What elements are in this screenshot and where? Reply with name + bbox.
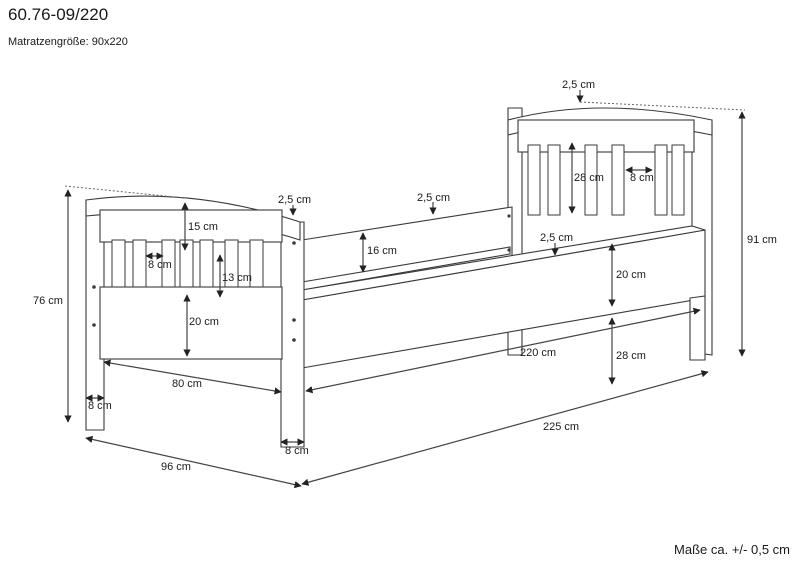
dim-side-rail-thickness: 2,5 cm [417, 192, 450, 204]
dim-inner-length: 220 cm [520, 347, 556, 359]
footboard-slat [111, 239, 126, 289]
dim-total-height: 91 cm [747, 234, 777, 246]
dim-leg-width-front: 8 cm [285, 445, 309, 457]
dim-foot-slat-gap: 8 cm [148, 259, 172, 271]
footboard [85, 195, 305, 448]
dim-leg-clearance: 28 cm [616, 350, 646, 362]
foot-leg-right [689, 295, 706, 361]
headboard-slat [527, 144, 541, 216]
headboard-slat [671, 144, 685, 216]
dimension-labels: 2,5 cm 2,5 cm 2,5 cm 2,5 cm 28 cm 8 cm 9… [33, 79, 777, 473]
headboard-slat [584, 144, 598, 216]
footboard-lower-panel [99, 286, 283, 360]
headboard-slat [654, 144, 668, 216]
headboard-upper-panel [517, 119, 695, 153]
dim-foot-top-thickness: 2,5 cm [278, 194, 311, 206]
dimension-lines [64, 90, 746, 489]
footboard-slat [179, 239, 194, 289]
dim-total-width: 96 cm [161, 461, 191, 473]
dim-rail-height: 16 cm [367, 245, 397, 257]
dim-foot-top-board: 15 cm [188, 221, 218, 233]
dim-head-slat-gap: 8 cm [630, 172, 654, 184]
tolerance-note: Maße ca. +/- 0,5 cm [674, 542, 790, 557]
footboard-slat [132, 239, 147, 289]
headboard-slat [547, 144, 561, 216]
dim-inner-board-thickness: 2,5 cm [540, 232, 573, 244]
dim-side-board-height: 20 cm [616, 269, 646, 281]
dim-total-length: 225 cm [543, 421, 579, 433]
footboard-right-post [280, 221, 305, 448]
footboard-upper-panel [99, 209, 283, 243]
footboard-slat [199, 239, 214, 289]
dim-head-top-thickness: 2,5 cm [562, 79, 595, 91]
product-code: 60.76-09/220 [8, 5, 109, 24]
dim-foot-slat-height: 13 cm [222, 272, 252, 284]
dim-leg-width-left: 8 cm [88, 400, 112, 412]
dim-head-slat-height: 28 cm [574, 172, 604, 184]
dim-foot-inner-width: 80 cm [172, 378, 202, 390]
dim-foot-height: 76 cm [33, 295, 63, 307]
mattress-size: Matratzengröße: 90x220 [8, 36, 128, 48]
headboard-slat [611, 144, 625, 216]
dim-foot-bottom-board: 20 cm [189, 316, 219, 328]
